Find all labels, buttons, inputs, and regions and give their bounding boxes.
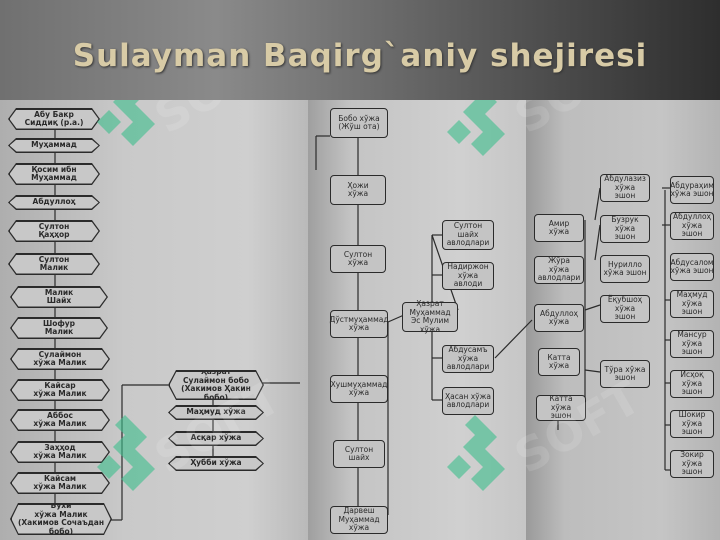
node-abdusalom: Абдусалом хўжа эшон xyxy=(670,253,714,281)
node-shofur-malik: Шофур Малик xyxy=(10,317,108,339)
node-abu-bakr: Абу Бакр Сиддиқ (р.а.) xyxy=(8,108,100,130)
genealogy-photo: Абу Бакр Сиддиқ (р.а.) Муҳаммад Қосим иб… xyxy=(0,100,720,540)
node-hasan: Ҳасан хўжа авлодлари xyxy=(442,387,494,415)
watermark-logo-icon xyxy=(97,100,155,146)
node-qaysam: Кайсам хўжа Малик xyxy=(10,472,110,494)
node-jora: Жўра хўжа авлодлари xyxy=(534,256,584,284)
node-buzruk: Бузрук хўжа эшон xyxy=(600,215,650,243)
node-bobo-xoja: Бобо хўжа (Жўш ота) xyxy=(330,108,388,138)
node-sulaymon: Сулаймон хўжа Малик xyxy=(10,348,110,370)
node-xushmuhammad: Хушмуҳаммад хўжа xyxy=(330,375,388,403)
node-ishoq: Исҳоқ хўжа эшон xyxy=(670,370,714,398)
node-shokir: Шокир хўжа эшон xyxy=(670,410,714,438)
node-hubbi: Ҳубби хўжа xyxy=(168,456,264,471)
node-sulton-shayx-avlod: Султон шайх авлодлари xyxy=(442,220,494,250)
node-nurillo: Нурилло хўжа эшон xyxy=(600,255,650,283)
node-asqar: Асқар хўжа xyxy=(168,431,264,446)
node-dostmuhammad: Дўстмуҳаммад хўжа xyxy=(329,310,389,338)
node-qaysar: Кайсар хўжа Малик xyxy=(10,379,110,401)
node-amir: Амир хўжа xyxy=(534,214,584,242)
node-muhammad: Муҳаммад xyxy=(8,138,100,153)
node-abdusam: Абдусамъ хўжа авлодлари xyxy=(442,345,494,373)
node-mahmud-eshon: Маҳмуд хўжа эшон xyxy=(670,290,714,318)
node-hazrat-muhammad: Ҳазрат Муҳаммад Эс Мулим хўжа xyxy=(402,299,458,333)
node-qosim: Қосим ибн Муҳаммад xyxy=(8,163,100,185)
node-sulton-qahhor: Султон Қаҳҳор xyxy=(8,220,100,242)
node-abbos: Аббос хўжа Малик xyxy=(10,409,110,431)
title-bar: Sulayman Baqirg`aniy shejiresi xyxy=(0,0,720,100)
watermark-logos xyxy=(97,100,505,491)
node-buxi: Бухи хўжа Малик (Хакимов Сочаъдан бобо) xyxy=(10,503,112,535)
node-sulton-malik: Султон Малик xyxy=(8,253,100,275)
node-hazrat-sulaymon: Ҳазрат Сулаймон бобо (Хакимов Ҳакин бобо… xyxy=(168,370,264,400)
node-abdulaziz: Абдулазиз хўжа эшон xyxy=(600,174,650,202)
node-mahmud: Маҳмуд хўжа xyxy=(168,405,264,420)
node-katta-eshon: Катта хўжа эшон xyxy=(536,395,586,421)
node-tora: Тўра хўжа эшон xyxy=(600,360,650,388)
node-abdulloh: Абдуллоҳ xyxy=(8,195,100,210)
node-abdulloh-eshon: Абдуллоҳ хўжа эшон xyxy=(670,212,714,240)
node-mansur: Мансур хўжа эшон xyxy=(670,330,714,358)
node-katta: Катта хўжа xyxy=(538,348,580,376)
node-zokir: Зокир хўжа эшон xyxy=(670,450,714,478)
node-sulton-shayx: Султон шайх xyxy=(333,440,385,468)
node-yoqubshoh: Ёқубшоҳ хўжа эшон xyxy=(600,295,650,323)
watermark-logo-icon xyxy=(447,100,505,156)
watermark-logo-icon xyxy=(97,415,155,491)
node-hoji: Ҳожи хўжа xyxy=(330,175,386,205)
node-zahhod: Заҳҳод хўжа Малик xyxy=(10,441,110,463)
page-title: Sulayman Baqirg`aniy shejiresi xyxy=(72,38,648,74)
node-darvesh: Дарвеш Муҳаммад хўжа xyxy=(330,506,388,534)
node-abdurahim: Абдураҳим хўжа эшон xyxy=(670,176,714,204)
watermark-logo-icon xyxy=(447,415,505,491)
node-abdulloh-xoja: Абдуллоҳ хўжа xyxy=(534,304,584,332)
node-sulton-xoja: Султон хўжа xyxy=(330,245,386,273)
node-nadirjon: Надиржон хўжа авлоди xyxy=(442,262,494,290)
node-malik-shayx: Малик Шайх xyxy=(10,286,108,308)
